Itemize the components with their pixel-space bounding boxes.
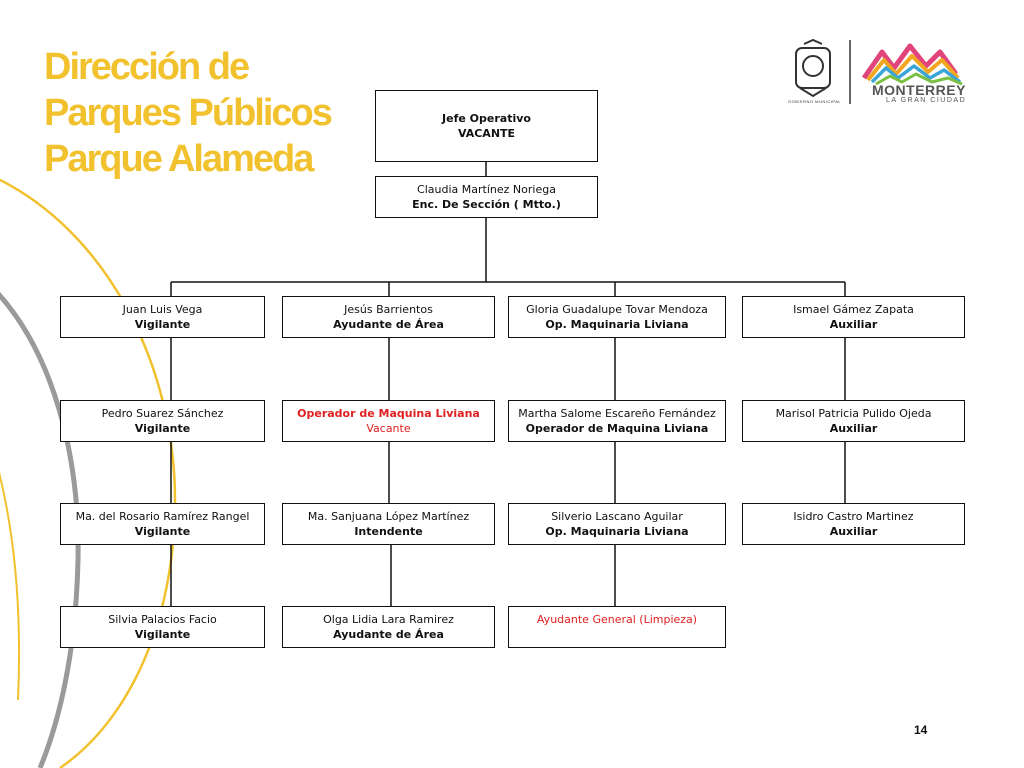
org-node-vacant: Operador de Maquina Liviana Vacante xyxy=(282,400,495,442)
node-name: Martha Salome Escareño Fernández xyxy=(518,407,716,420)
org-node: Marisol Patricia Pulido Ojeda Auxiliar xyxy=(742,400,965,442)
org-node: Silverio Lascano Aguilar Op. Maquinaria … xyxy=(508,503,726,545)
node-name: Marisol Patricia Pulido Ojeda xyxy=(775,407,932,420)
org-node-encargada-seccion: Claudia Martínez Noriega Enc. De Sección… xyxy=(375,176,598,218)
node-name: Ma. del Rosario Ramírez Rangel xyxy=(75,510,250,523)
node-title: Jefe Operativo xyxy=(442,112,531,125)
node-role: Ayudante de Área xyxy=(333,628,444,641)
node-name: Jesús Barrientos xyxy=(344,303,433,316)
node-name: Olga Lidia Lara Ramirez xyxy=(323,613,454,626)
node-role: Vigilante xyxy=(134,318,191,331)
node-role: Enc. De Sección ( Mtto.) xyxy=(412,198,561,211)
org-node: Olga Lidia Lara Ramirez Ayudante de Área xyxy=(282,606,495,648)
org-node-vacant: Ayudante General (Limpieza) xyxy=(508,606,726,648)
node-role: Operador de Maquina Liviana xyxy=(525,422,709,435)
node-name: Ayudante General (Limpieza) xyxy=(536,613,698,626)
seal-caption: GOBIERNO MUNICIPAL xyxy=(788,99,842,104)
node-role: Op. Maquinaria Liviana xyxy=(545,525,689,538)
title-line-2: Parques Públicos xyxy=(44,92,333,134)
logo-tagline: LA GRAN CIUDAD xyxy=(886,97,967,104)
node-role: Auxiliar xyxy=(829,525,878,538)
page-number: 14 xyxy=(914,723,928,737)
org-node: Ismael Gámez Zapata Auxiliar xyxy=(742,296,965,338)
node-name: Gloria Guadalupe Tovar Mendoza xyxy=(526,303,708,316)
node-name: Ma. Sanjuana López Martínez xyxy=(307,510,470,523)
node-role: Auxiliar xyxy=(829,422,878,435)
org-node: Jesús Barrientos Ayudante de Área xyxy=(282,296,495,338)
node-role: Intendente xyxy=(354,525,423,538)
node-name: Silverio Lascano Aguilar xyxy=(551,510,683,523)
node-name: Pedro Suarez Sánchez xyxy=(101,407,224,420)
monterrey-logo-icon xyxy=(795,38,963,104)
org-node: Juan Luis Vega Vigilante xyxy=(60,296,265,338)
node-role: Auxiliar xyxy=(829,318,878,331)
org-node: Silvia Palacios Facio Vigilante xyxy=(60,606,265,648)
node-name: Claudia Martínez Noriega xyxy=(417,183,556,196)
org-node: Gloria Guadalupe Tovar Mendoza Op. Maqui… xyxy=(508,296,726,338)
node-name: Operador de Maquina Liviana xyxy=(297,407,480,420)
logo-name: MONTERREY xyxy=(872,82,966,98)
node-role: Vigilante xyxy=(134,525,191,538)
node-name: Silvia Palacios Facio xyxy=(108,613,217,626)
org-node: Ma. del Rosario Ramírez Rangel Vigilante xyxy=(60,503,265,545)
node-name: Juan Luis Vega xyxy=(122,303,203,316)
node-role: Vigilante xyxy=(134,628,191,641)
node-name: Ismael Gámez Zapata xyxy=(793,303,914,316)
node-role: Ayudante de Área xyxy=(333,318,444,331)
org-node: Isidro Castro Martinez Auxiliar xyxy=(742,503,965,545)
title-line-1: Dirección de xyxy=(44,46,250,88)
org-node-jefe-operativo: Jefe Operativo VACANTE xyxy=(375,90,598,162)
node-role: Vigilante xyxy=(134,422,191,435)
node-role: Vacante xyxy=(366,422,411,435)
page-title: Dirección de Parques Públicos Parque Ala… xyxy=(44,44,333,182)
node-role: VACANTE xyxy=(457,127,516,140)
title-line-3: Parque Alameda xyxy=(44,138,314,180)
node-name: Isidro Castro Martinez xyxy=(793,510,914,523)
org-node: Martha Salome Escareño Fernández Operado… xyxy=(508,400,726,442)
org-node: Ma. Sanjuana López Martínez Intendente xyxy=(282,503,495,545)
node-role: Op. Maquinaria Liviana xyxy=(545,318,689,331)
org-node: Pedro Suarez Sánchez Vigilante xyxy=(60,400,265,442)
